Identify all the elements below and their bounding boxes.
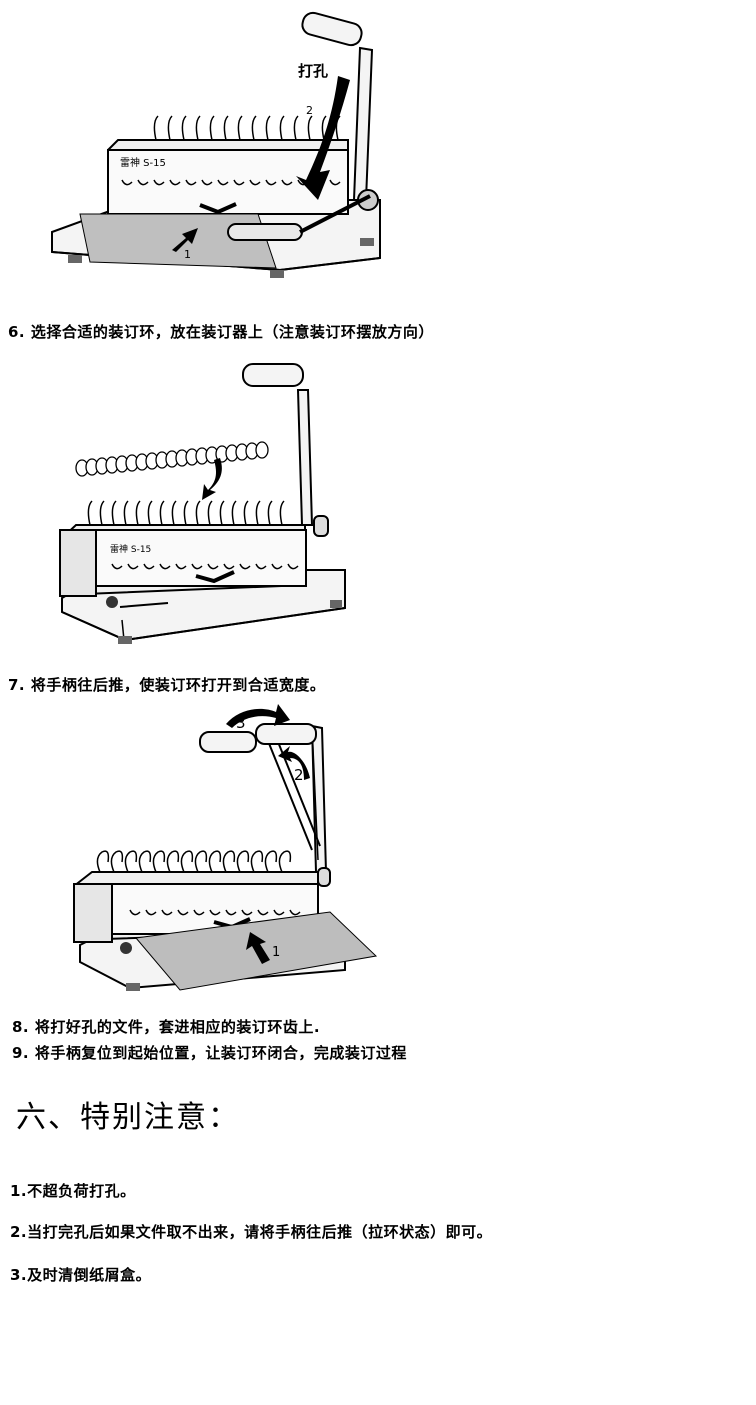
note-1: 1.不超负荷打孔。 [10, 1182, 136, 1200]
figure-title: 打孔 [298, 62, 328, 80]
figure-punching: 雷神 S-15 打孔 2 1 [0, 0, 756, 300]
figure-insert-paper: 1 3 2 [0, 700, 756, 1000]
model-label: 雷神 S-15 [120, 156, 166, 169]
arrow-label-2: 2 [306, 104, 313, 117]
punching-illustration: 雷神 S-15 打孔 2 1 [51, 11, 381, 278]
note-3: 3.及时清倒纸屑盒。 [10, 1266, 152, 1284]
figure-place-comb: 雷神 S-15 [0, 350, 756, 650]
place-comb-illustration: 雷神 S-15 [59, 363, 346, 644]
arrow-label-3: 3 [236, 714, 246, 732]
model-label: 雷神 S-15 [110, 543, 151, 555]
arrow-label-1: 1 [272, 945, 280, 960]
insert-paper-illustration: 1 3 2 [73, 704, 378, 991]
arrow-label-1: 1 [184, 248, 191, 261]
step-8-text: 8. 将打好孔的文件，套进相应的装订环齿上. [12, 1018, 321, 1036]
section-title: 六、特别注意： [16, 1100, 240, 1135]
step-9-text: 9. 将手柄复位到起始位置，让装订环闭合，完成装订过程 [12, 1044, 407, 1062]
step-7-text: 7. 将手柄往后推，使装订环打开到合适宽度。 [8, 676, 326, 694]
step-6-text: 6. 选择合适的装订环，放在装订器上（注意装订环摆放方向） [8, 323, 434, 341]
arrow-label-2: 2 [294, 766, 304, 784]
note-2: 2.当打完孔后如果文件取不出来，请将手柄往后推（拉环状态）即可。 [10, 1223, 493, 1241]
